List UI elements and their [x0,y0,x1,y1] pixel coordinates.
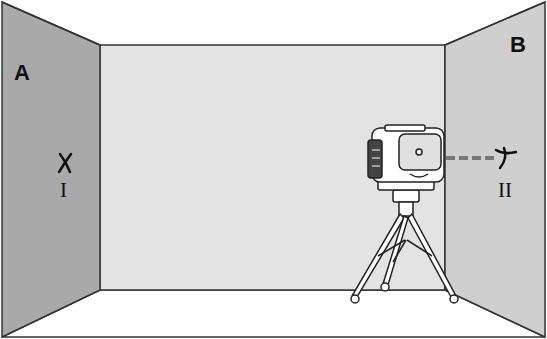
tripod [351,190,458,303]
laser-level [368,125,444,190]
wall-letter: B [510,34,526,56]
laser-beam [446,156,496,160]
mark-number: I [60,180,67,201]
back-wall [100,45,445,290]
wall-letter: A [14,62,30,84]
mark-cross [59,154,71,172]
wall-a [2,2,100,337]
mark-number: II [498,180,512,201]
mark-cross [496,148,516,168]
wall-b [445,2,545,337]
